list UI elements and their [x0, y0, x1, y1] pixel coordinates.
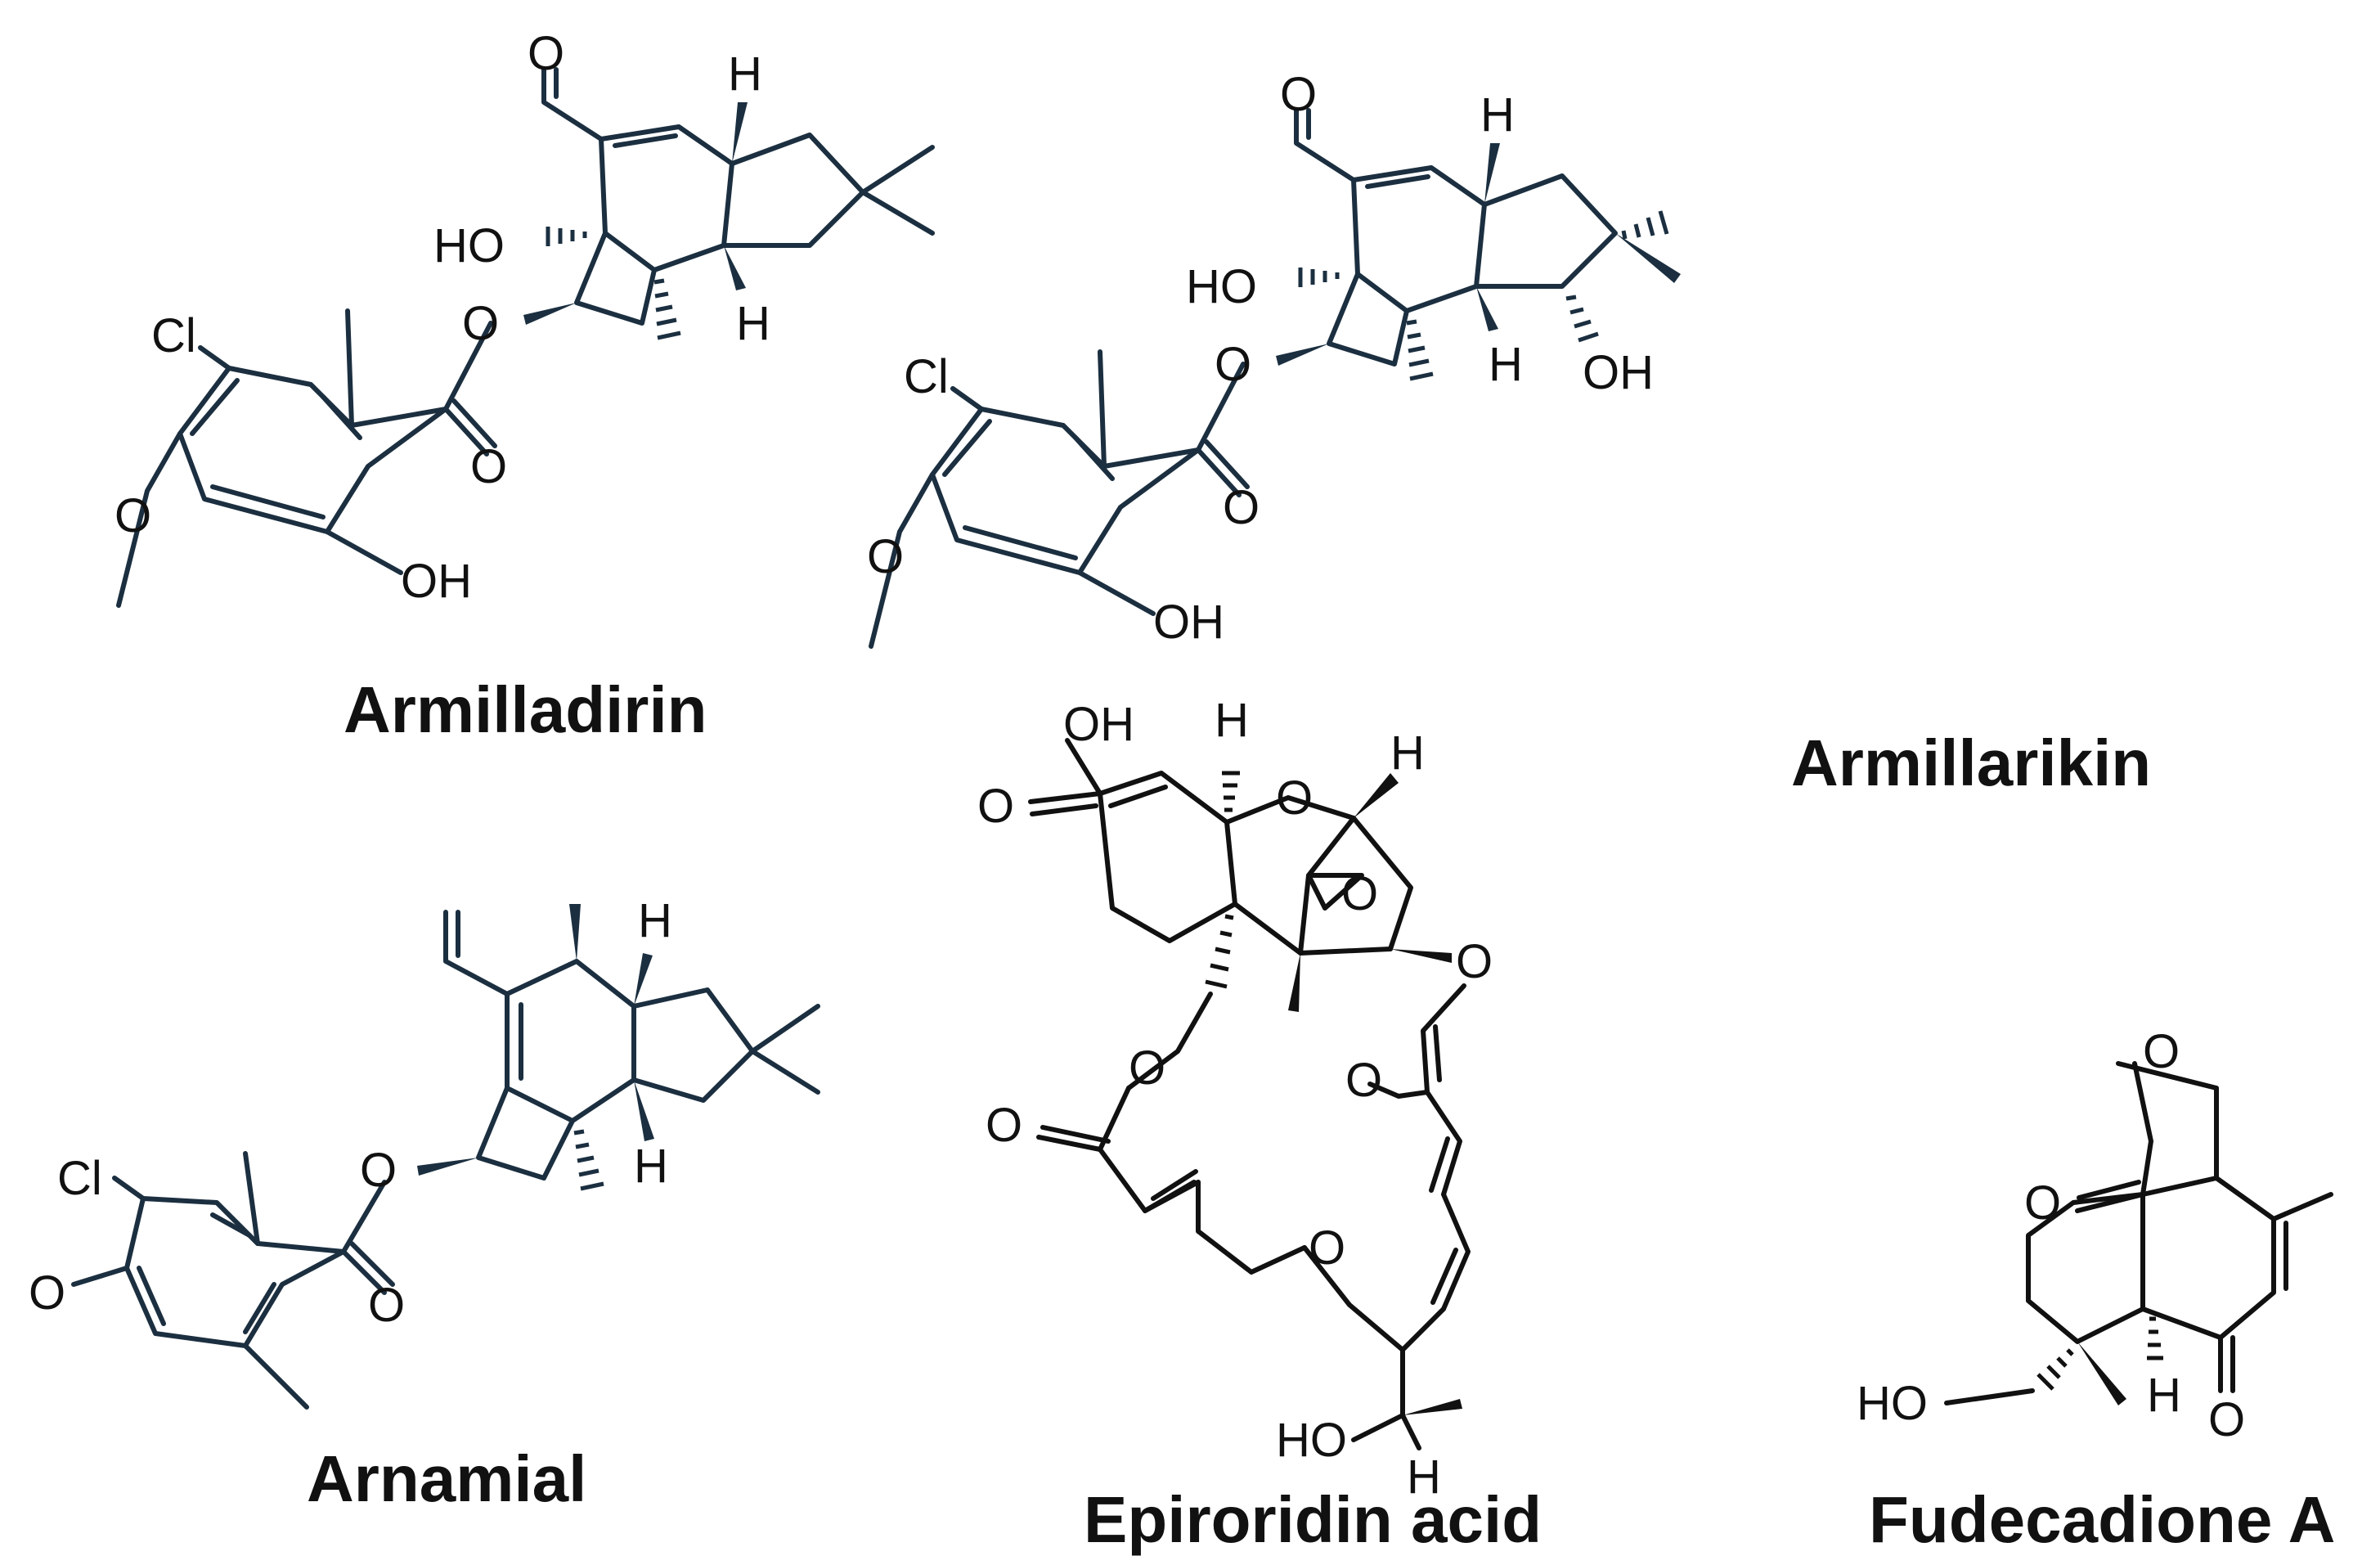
armillarikin-label: Armillarikin — [1791, 726, 2151, 799]
epiroridin-atom-o-carb1: O — [1345, 1054, 1382, 1107]
armilladirin-structure: O HO H H Cl O O O OH Armilladirin — [115, 27, 935, 746]
armillarikin-atom-h-top: H — [1480, 88, 1515, 142]
fudecadione-a-structure: O O H O HO Fudecadione A — [1857, 1025, 2335, 1556]
fudecadione-a-label: Fudecadione A — [1869, 1483, 2335, 1556]
fudecadione-atom-ho: HO — [1857, 1377, 1928, 1430]
armillarikin-atom-oh-ring: OH — [1583, 346, 1654, 399]
arnamial-atom-cl: Cl — [57, 1152, 102, 1205]
armilladirin-atom-h-top: H — [728, 47, 762, 101]
epiroridin-atom-h2: H — [1390, 726, 1425, 780]
arnamial-label: Arnamial — [307, 1442, 586, 1515]
fudecadione-atom-h: H — [2147, 1369, 2181, 1422]
epiroridin-atom-ho: HO — [1276, 1414, 1347, 1467]
armilladirin-atom-o-ald: O — [528, 27, 564, 80]
armilladirin-atom-ho: HO — [433, 219, 505, 272]
armilladirin-atom-h-bot: H — [736, 297, 770, 350]
epiroridin-atom-o-acid: O — [977, 780, 1014, 833]
armillarikin-atom-o-carb: O — [1223, 481, 1260, 534]
fudecadione-atom-o-lac: O — [2143, 1025, 2180, 1078]
armilladirin-label: Armilladirin — [344, 673, 707, 746]
fudecadione-atom-o-ket: O — [2208, 1393, 2245, 1446]
armillarikin-structure: O HO H H OH Cl O O O OH — [867, 68, 1681, 649]
epiroridin-atom-o-epox: O — [1341, 867, 1378, 920]
armillarikin-atom-ho: HO — [1186, 260, 1257, 313]
arnamial-atom-h-top: H — [638, 894, 672, 947]
epiroridin-acid-label: Epiroridin acid — [1084, 1483, 1542, 1556]
epiroridin-atom-o-ester2: O — [1129, 1041, 1165, 1095]
epiroridin-atom-o-ring: O — [1276, 771, 1313, 825]
epiroridin-acid-structure: OH O H O H O O O O O O HO H Epiroridin a… — [977, 694, 1542, 1556]
armilladirin-atom-o-carb: O — [470, 440, 507, 493]
armillarikin-atom-o-meo: O — [867, 530, 904, 583]
armillarikin-atom-o-ester: O — [1215, 338, 1251, 391]
arnamial-atom-h-bot: H — [634, 1140, 668, 1193]
epiroridin-atom-o-ester1: O — [1456, 935, 1493, 988]
armilladirin-atom-cl: Cl — [151, 309, 196, 362]
armilladirin-atom-oh: OH — [401, 555, 472, 608]
armilladirin-atom-o-meo: O — [115, 489, 151, 542]
arnamial-structure: H H Cl O O O Arnamial — [29, 894, 820, 1515]
epiroridin-atom-o-ether: O — [1309, 1221, 1345, 1275]
epiroridin-atom-o-carb2: O — [986, 1099, 1022, 1152]
armillarikin-atom-h-bot: H — [1489, 338, 1523, 391]
epiroridin-atom-h3: H — [1407, 1450, 1441, 1504]
epiroridin-atom-h1: H — [1215, 694, 1249, 747]
epiroridin-atom-oh-acid: OH — [1063, 698, 1134, 751]
arnamial-atom-o-carb: O — [368, 1279, 405, 1332]
armillarikin-atom-oh: OH — [1153, 596, 1224, 649]
arnamial-atom-o-ester: O — [360, 1144, 397, 1197]
armilladirin-atom-o-ester: O — [462, 297, 499, 350]
armillarikin-atom-o-ald: O — [1280, 68, 1317, 121]
arnamial-atom-o-ar: O — [29, 1266, 65, 1320]
fudecadione-atom-o-carb: O — [2024, 1176, 2061, 1230]
armillarikin-atom-cl: Cl — [904, 350, 949, 403]
